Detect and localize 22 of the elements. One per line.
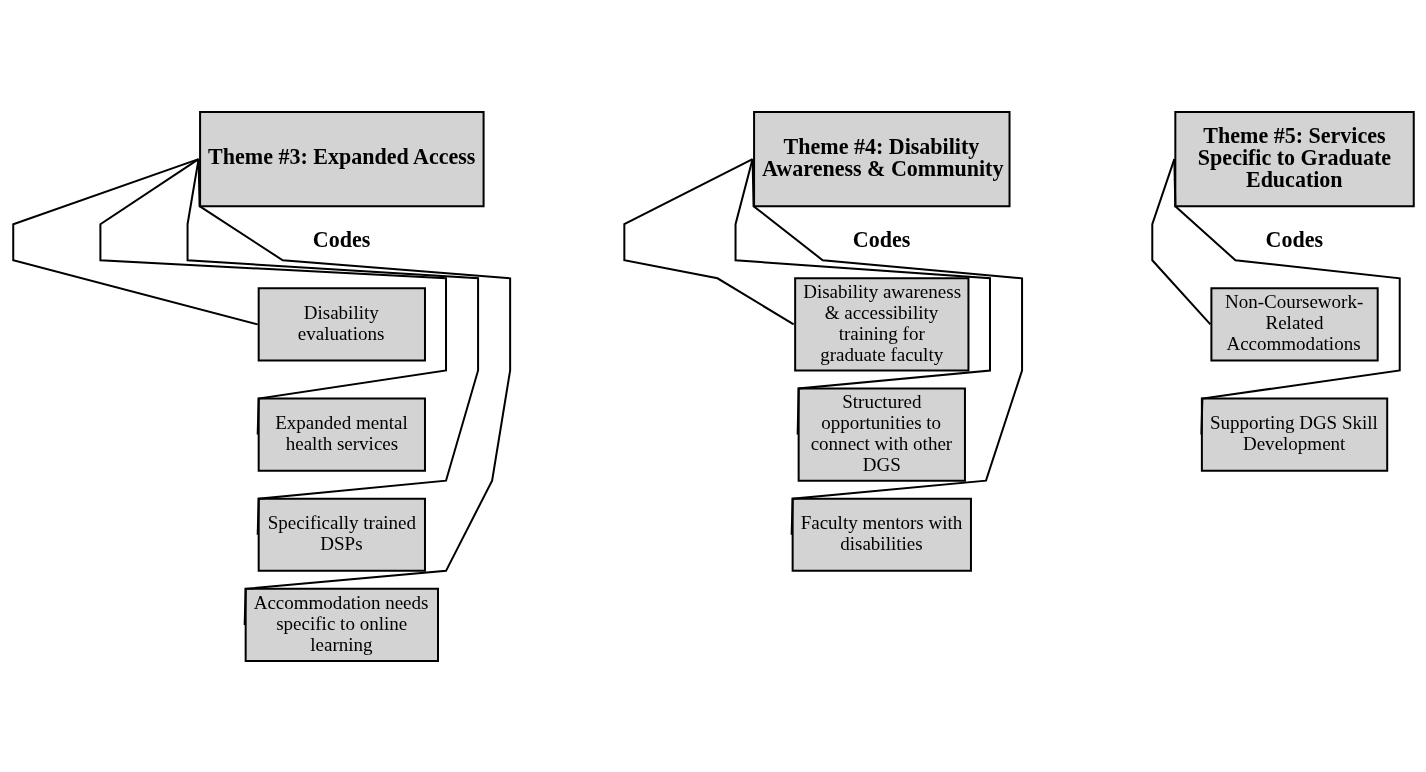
- node-box: Specifically trained DSPs: [257, 497, 426, 572]
- node-box: Disability awareness & accessibility training for graduate faculty: [793, 276, 969, 371]
- node-box: Faculty mentors with disabilities: [791, 497, 972, 572]
- node-box: Accommodation needs specific to online learning: [244, 587, 439, 662]
- node-box: Expanded mental health services: [257, 397, 426, 472]
- node-box: Supporting DGS Skill Development: [1200, 397, 1388, 472]
- label: Codes: [312, 226, 370, 252]
- node-box: Structured opportunities to connect with other DGS: [797, 387, 966, 482]
- connector: [1172, 157, 1401, 436]
- node-box: Disability evaluations: [257, 286, 426, 361]
- node-box: Non-Coursework-Related Accommodations: [1209, 286, 1379, 361]
- connector: [11, 157, 259, 325]
- node-box: Theme #4: Disability Awareness & Community: [752, 110, 1011, 207]
- connector: [734, 157, 991, 436]
- connector: [98, 157, 447, 436]
- connector: [622, 157, 795, 325]
- label: Codes: [852, 226, 910, 252]
- connector: [751, 157, 1023, 536]
- connector: [197, 157, 511, 626]
- node-box: Theme #5: Services Specific to Graduate Education: [1173, 110, 1415, 207]
- label: Codes: [1264, 226, 1323, 252]
- node-box: Theme #3: Expanded Access: [198, 110, 485, 207]
